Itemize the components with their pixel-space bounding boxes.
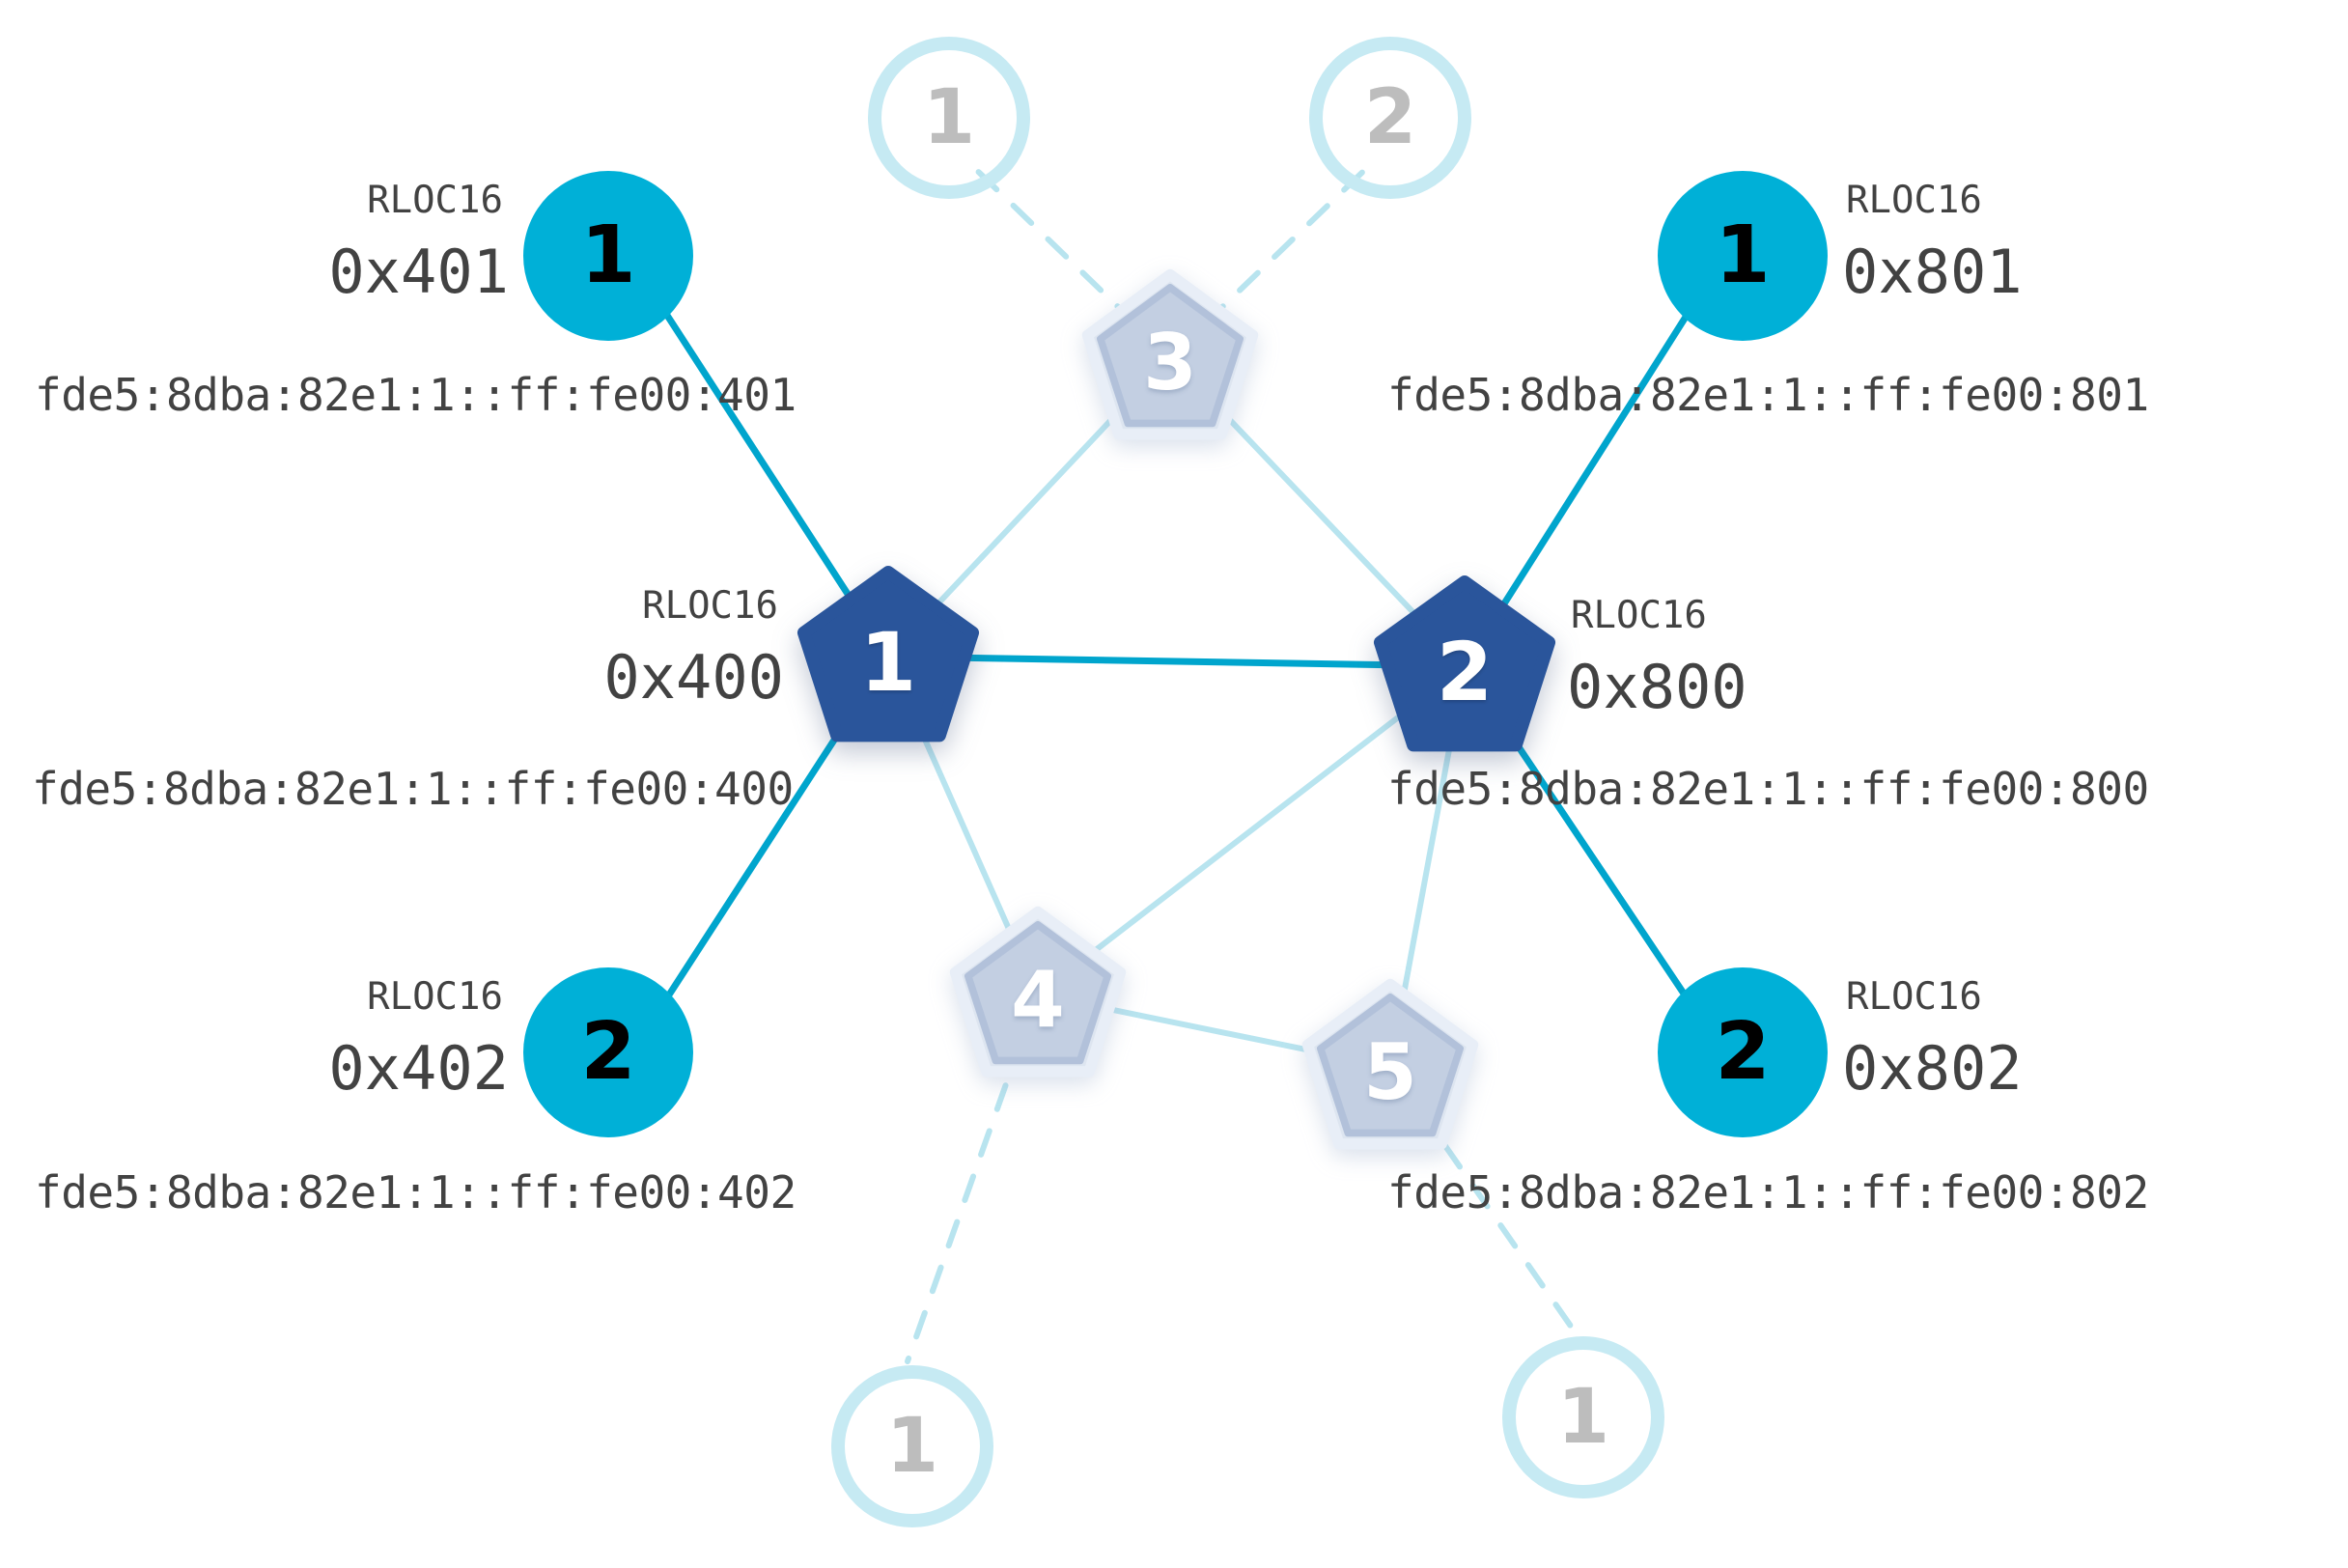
device-number: 2 bbox=[580, 1006, 636, 1098]
device-number: 1 bbox=[580, 210, 636, 301]
pentagon-icon bbox=[1373, 574, 1556, 752]
rloc16-caption-0x401: RLOC16 bbox=[367, 179, 503, 222]
pentagon-icon bbox=[1301, 978, 1479, 1150]
link-0x800-peer4 bbox=[1035, 663, 1468, 997]
device-0x402[interactable]: 2 bbox=[523, 967, 693, 1137]
rloc16-value-0x401: 0x401 bbox=[328, 237, 509, 307]
ghost-child-number: 1 bbox=[885, 1403, 939, 1490]
ipv6-address-0x802: fde5:8dba:82e1:1::ff:fe00:802 bbox=[1387, 1166, 2149, 1218]
ghost-child-bottom-left[interactable]: 1 bbox=[831, 1365, 993, 1527]
rloc16-value-0x402: 0x402 bbox=[328, 1033, 509, 1104]
peer-router-5[interactable]: 5 bbox=[1299, 975, 1482, 1159]
rloc16-value-0x801: 0x801 bbox=[1842, 237, 2023, 307]
ipv6-address-0x400: fde5:8dba:82e1:1::ff:fe00:400 bbox=[32, 763, 794, 815]
ipv6-address-0x402: fde5:8dba:82e1:1::ff:fe00:402 bbox=[35, 1166, 797, 1218]
rloc16-value-0x802: 0x802 bbox=[1842, 1033, 2023, 1104]
rloc16-caption-0x802: RLOC16 bbox=[1846, 975, 1982, 1019]
pentagon-icon bbox=[1081, 268, 1259, 440]
rloc16-caption-0x801: RLOC16 bbox=[1846, 179, 1982, 222]
ghost-child-number: 1 bbox=[922, 74, 976, 161]
pentagon-icon bbox=[797, 565, 980, 742]
ipv6-address-0x401: fde5:8dba:82e1:1::ff:fe00:401 bbox=[35, 369, 797, 421]
rloc16-value-0x400: 0x400 bbox=[603, 642, 784, 713]
rloc16-caption-0x402: RLOC16 bbox=[367, 975, 503, 1019]
link-0x400-0x800 bbox=[884, 653, 1468, 670]
ghost-child-top-left[interactable]: 1 bbox=[868, 37, 1030, 199]
ghost-child-top-right[interactable]: 2 bbox=[1309, 37, 1471, 199]
router-0x800[interactable]: 2 bbox=[1373, 574, 1556, 758]
rloc16-value-0x800: 0x800 bbox=[1567, 652, 1747, 722]
ipv6-address-0x800: fde5:8dba:82e1:1::ff:fe00:800 bbox=[1387, 763, 2149, 815]
device-0x802[interactable]: 2 bbox=[1658, 967, 1828, 1137]
device-0x401[interactable]: 1 bbox=[523, 171, 693, 341]
device-number: 1 bbox=[1715, 210, 1771, 301]
peer-router-3[interactable]: 3 bbox=[1078, 266, 1262, 449]
router-0x400[interactable]: 1 bbox=[797, 565, 980, 748]
ghost-child-bottom-right[interactable]: 1 bbox=[1502, 1336, 1664, 1498]
peer-router-4[interactable]: 4 bbox=[946, 903, 1130, 1086]
pentagon-icon bbox=[949, 906, 1127, 1078]
device-number: 2 bbox=[1715, 1006, 1771, 1098]
ipv6-address-0x801: fde5:8dba:82e1:1::ff:fe00:801 bbox=[1387, 369, 2149, 421]
ghost-child-number: 1 bbox=[1556, 1374, 1610, 1461]
rloc16-caption-0x800: RLOC16 bbox=[1571, 594, 1707, 637]
device-0x801[interactable]: 1 bbox=[1658, 171, 1828, 341]
rloc16-caption-0x400: RLOC16 bbox=[642, 584, 778, 628]
ghost-child-number: 2 bbox=[1363, 74, 1417, 161]
